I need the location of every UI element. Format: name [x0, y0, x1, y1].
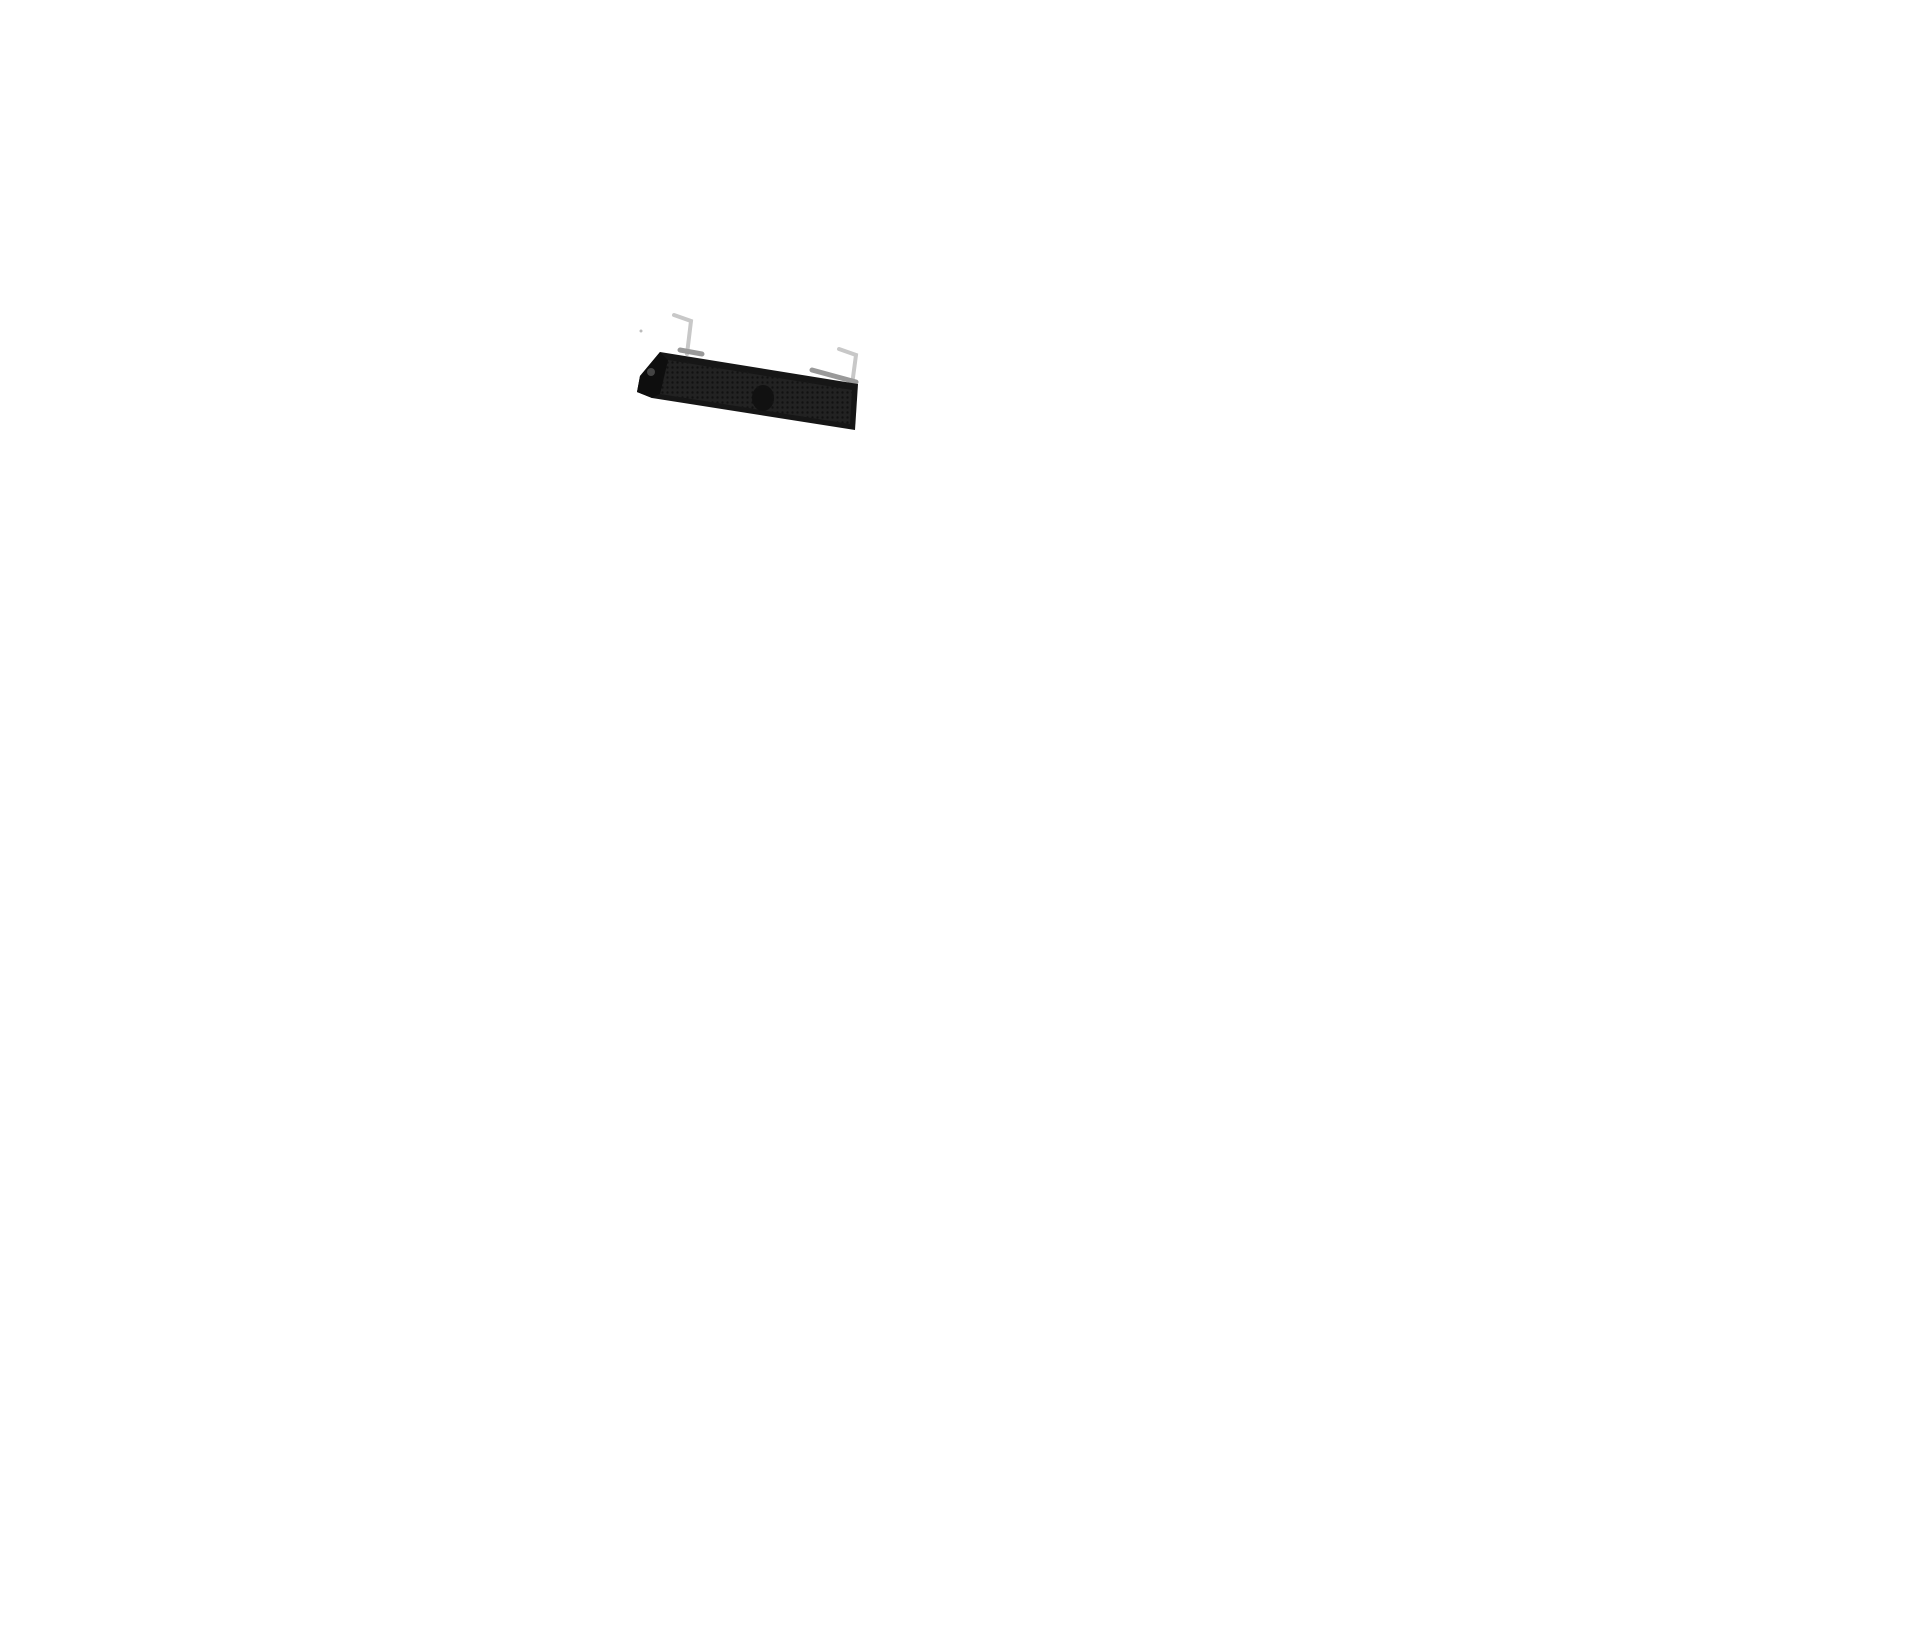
fixture-body	[637, 352, 858, 430]
end-cap-screw	[647, 368, 655, 376]
mounting-bracket-right	[809, 347, 859, 387]
debris-speck	[639, 329, 643, 333]
center-knob	[752, 385, 774, 411]
mounting-bracket-left	[672, 313, 705, 357]
